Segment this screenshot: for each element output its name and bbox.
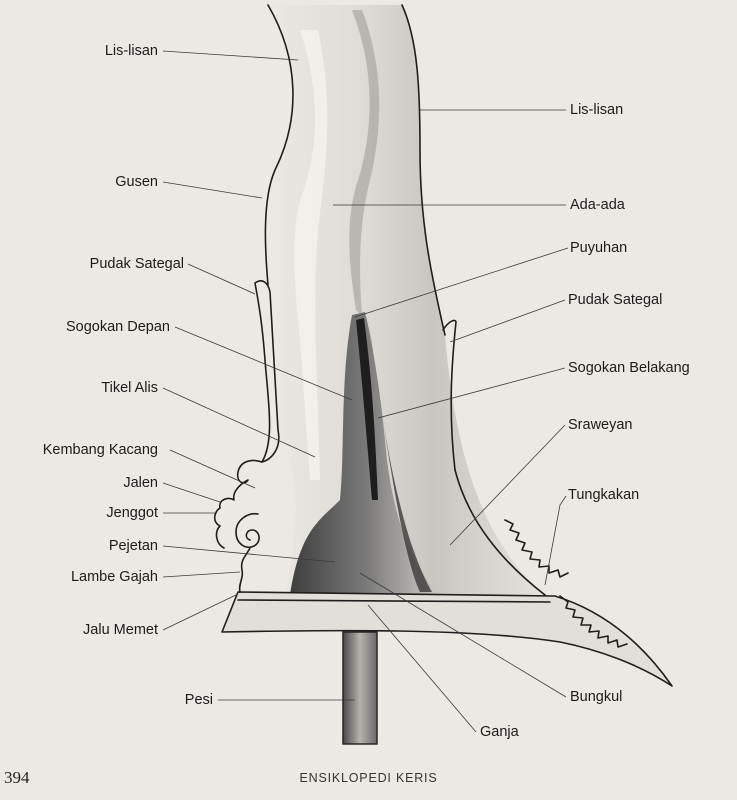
label-puyuhan: Puyuhan [570, 240, 627, 256]
label-jalen: Jalen [123, 475, 158, 491]
ganja-teeth [559, 595, 628, 648]
label-ganja: Ganja [480, 724, 520, 740]
leader-sraweyan [449, 424, 566, 546]
ganja-line [237, 599, 551, 603]
ada-ada-ridge [349, 10, 380, 315]
sraweyan-edge [454, 469, 546, 596]
label-pesi: Pesi [185, 692, 213, 708]
leader-jalu-memet [162, 593, 239, 631]
blade-body [265, 5, 545, 595]
page-number: 394 [4, 768, 30, 787]
label-tungkakan: Tungkakan [568, 487, 639, 503]
kembang-kacang-shape [213, 459, 263, 549]
leader-ganja [367, 604, 477, 733]
leader-pejetan [162, 545, 336, 563]
label-lis-lisan-left: Lis-lisan [105, 43, 158, 59]
greneng-teeth [504, 519, 569, 578]
blade-left-edge [264, 4, 294, 286]
leader-lis-lisan-left [162, 50, 299, 61]
leader-lambe-gajah [162, 571, 241, 578]
leader-puyuhan [354, 247, 569, 318]
running-title: ENSIKLOPEDI KERIS [299, 771, 438, 785]
blade-base-shadow [290, 312, 440, 595]
leader-pudak-sategal-left [187, 263, 256, 295]
pudak-sategal-left-shape [254, 280, 280, 463]
label-gusen: Gusen [115, 174, 158, 190]
jenggot-spiral [235, 512, 260, 548]
label-pudak-sategal-left: Pudak Sategal [90, 256, 184, 272]
sogokan-groove [356, 318, 378, 500]
label-pejetan: Pejetan [109, 538, 158, 554]
leader-tungkakan [544, 495, 567, 586]
leader-kembang-kacang [169, 449, 256, 489]
leader-bungkul [359, 572, 567, 698]
label-kembang-kacang: Kembang Kacang [43, 442, 158, 458]
ganja-shape [221, 591, 673, 687]
label-lambe-gajah: Lambe Gajah [71, 569, 158, 585]
label-sogokan-depan: Sogokan Depan [66, 319, 170, 335]
gusen-ridge [294, 30, 328, 480]
pudak-sategal-right-shape [442, 319, 457, 471]
label-sraweyan: Sraweyan [568, 417, 632, 433]
lambe-gajah-shape [238, 547, 251, 593]
label-ada-ada: Ada-ada [570, 197, 626, 213]
label-bungkul: Bungkul [570, 689, 622, 705]
label-jalu-memet: Jalu Memet [83, 622, 158, 638]
leader-pudak-sategal-right [449, 299, 566, 343]
page-footer: 394 ENSIKLOPEDI KERIS [0, 766, 737, 792]
leader-gusen [162, 181, 263, 199]
label-sogokan-belakang: Sogokan Belakang [568, 360, 690, 376]
leader-sogokan-depan [174, 326, 353, 401]
blade-right-edge [401, 4, 446, 336]
pesi-shape [342, 631, 378, 745]
label-jenggot: Jenggot [106, 505, 158, 521]
label-tikel-alis: Tikel Alis [101, 380, 158, 396]
label-lis-lisan-right: Lis-lisan [570, 102, 623, 118]
leader-sogokan-belakang [377, 367, 566, 419]
leader-tikel-alis [162, 387, 316, 458]
label-pudak-sategal-right: Pudak Sategal [568, 292, 662, 308]
leader-jalen [162, 482, 221, 503]
